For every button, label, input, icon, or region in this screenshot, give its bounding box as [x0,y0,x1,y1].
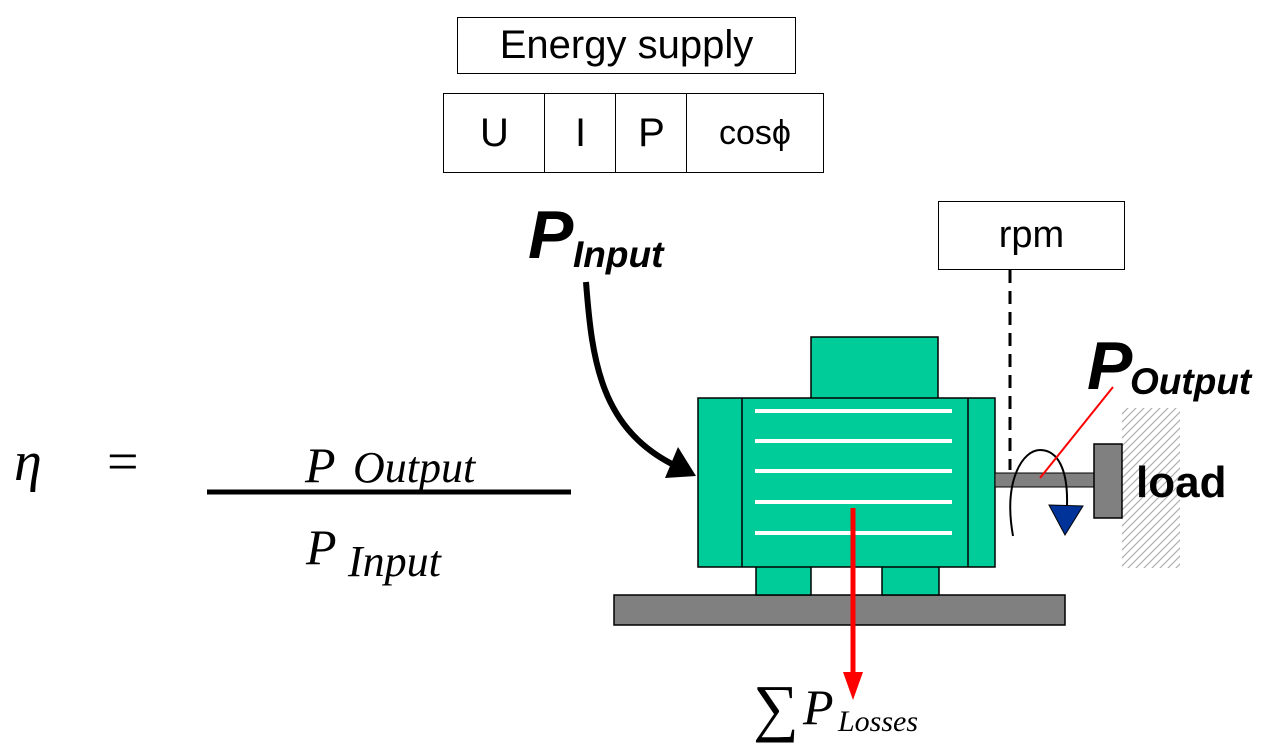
denominator-subscript: Input [348,537,441,586]
denominator-symbol: P [306,519,337,575]
numerator-symbol: P [305,437,336,493]
measure-power-label: P [638,110,665,155]
measure-voltage: U [443,93,546,173]
input-power-symbol: P [528,197,574,273]
energy-supply-box: Energy supply [457,17,796,74]
load-hatch [1122,408,1180,568]
numerator-subscript: Output [353,443,476,492]
measure-current-label: I [574,110,587,155]
measure-power: P [615,93,688,173]
load-label: load [1136,458,1227,507]
measure-voltage-label: U [480,110,509,155]
measure-current: I [544,93,617,173]
efficiency-symbol: η [14,431,42,493]
losses-power-symbol: P [803,679,834,735]
losses-arrowhead [843,672,863,700]
rotation-arrow [1009,448,1069,537]
rotation-arrowhead [1048,504,1084,537]
motor-foot-right [881,564,940,596]
motor-foot-left [755,564,812,596]
input-arrowhead [665,447,696,478]
rpm-label: rpm [998,214,1065,256]
input-power-subscript: Input [573,234,664,275]
output-power-subscript: Output [1130,361,1252,402]
losses-sum-symbol: ∑ [753,672,799,743]
equals-sign: = [107,431,139,493]
shaft [994,472,1096,488]
cooling-fins [755,409,952,535]
measure-power-factor: cosϕ [686,93,824,173]
energy-supply-label: Energy supply [499,23,754,67]
measure-power-factor-label: cosϕ [719,113,791,152]
output-power-symbol: P [1087,328,1133,404]
terminal-box [810,336,939,400]
input-arrow [583,281,680,470]
motor-housing [697,397,996,568]
rpm-box: rpm [938,201,1125,270]
output-pointer [1039,386,1114,479]
losses-subscript: Losses [838,705,919,738]
base-plate [613,594,1066,626]
load-block [1093,443,1123,519]
